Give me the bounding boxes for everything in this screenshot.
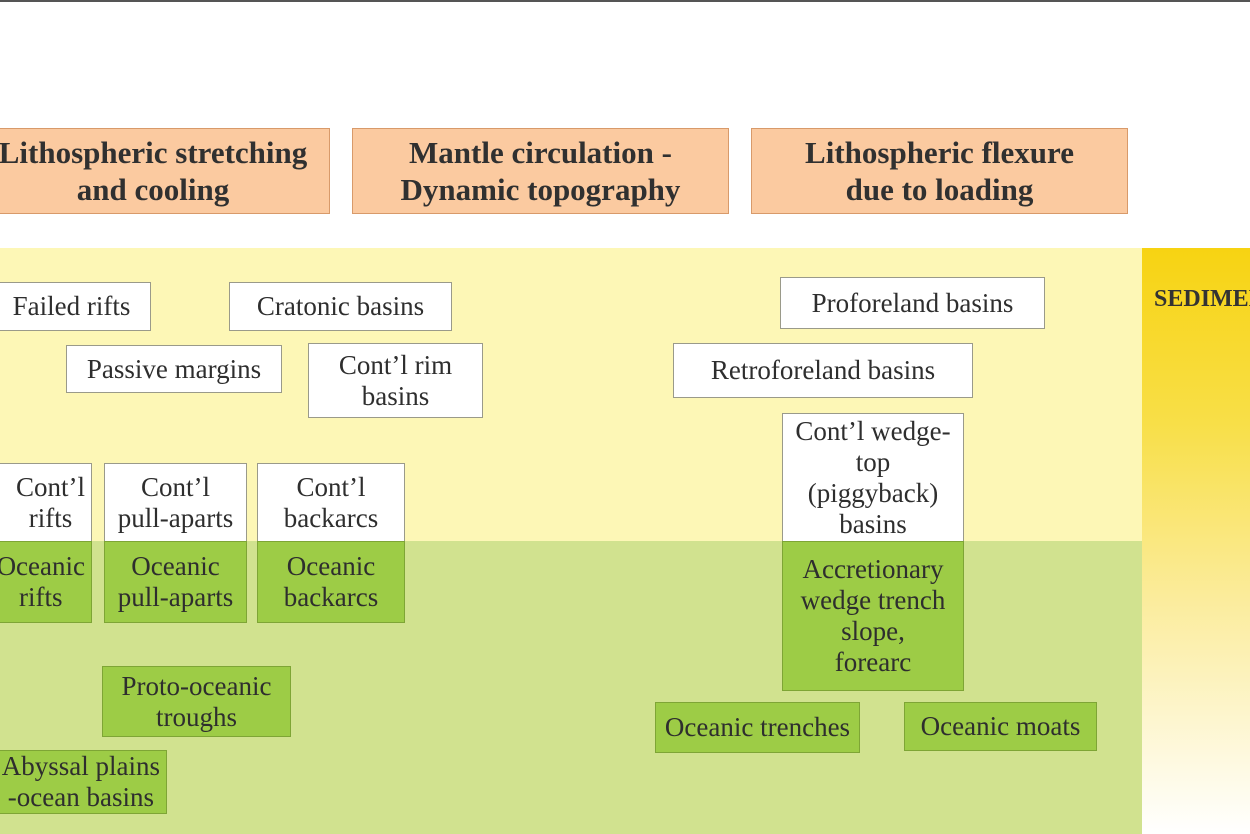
- sediment-bar: SEDIMENT: [1142, 248, 1250, 834]
- box-contl-backarcs: Cont’l backarcs: [257, 463, 405, 542]
- box-contl-rifts: Cont’l rifts: [0, 463, 92, 542]
- box-cratonic-basins: Cratonic basins: [229, 282, 452, 331]
- box-oceanic-rifts: Oceanic rifts: [0, 541, 92, 623]
- box-oceanic-moats: Oceanic moats: [904, 702, 1097, 751]
- box-retroforeland-basins: Retroforeland basins: [673, 343, 973, 398]
- sediment-label: SEDIMENT: [1154, 286, 1250, 312]
- box-oceanic-pull-aparts: Oceanic pull-aparts: [104, 541, 247, 623]
- box-oceanic-trenches: Oceanic trenches: [655, 702, 860, 753]
- box-oceanic-backarcs: Oceanic backarcs: [257, 541, 405, 623]
- box-accretionary-wedge: Accretionary wedge trench slope, forearc: [782, 541, 964, 691]
- mechanism-mantle: Mantle circulation - Dynamic topography: [352, 128, 729, 214]
- box-contl-wedge-top: Cont’l wedge- top (piggyback) basins: [782, 413, 964, 542]
- box-failed-rifts: Failed rifts: [0, 282, 151, 331]
- box-proto-oceanic-troughs: Proto-oceanic troughs: [102, 666, 291, 737]
- top-rule: [0, 0, 1250, 2]
- box-passive-margins: Passive margins: [66, 345, 282, 393]
- mechanism-flexure: Lithospheric flexure due to loading: [751, 128, 1128, 214]
- box-abyssal-plains: Abyssal plains -ocean basins: [0, 750, 167, 814]
- box-oceanic-rifts-label: Oceanic rifts: [0, 551, 85, 612]
- box-contl-rifts-label: Cont’l rifts: [15, 471, 85, 533]
- box-proforeland-basins: Proforeland basins: [780, 277, 1045, 329]
- box-contl-rim-basins: Cont’l rim basins: [308, 343, 483, 418]
- box-abyssal-plains-label: Abyssal plains -ocean basins: [1, 751, 160, 812]
- box-contl-pull-aparts: Cont’l pull-aparts: [104, 463, 247, 542]
- mechanism-stretching: Lithospheric stretching and cooling: [0, 128, 330, 214]
